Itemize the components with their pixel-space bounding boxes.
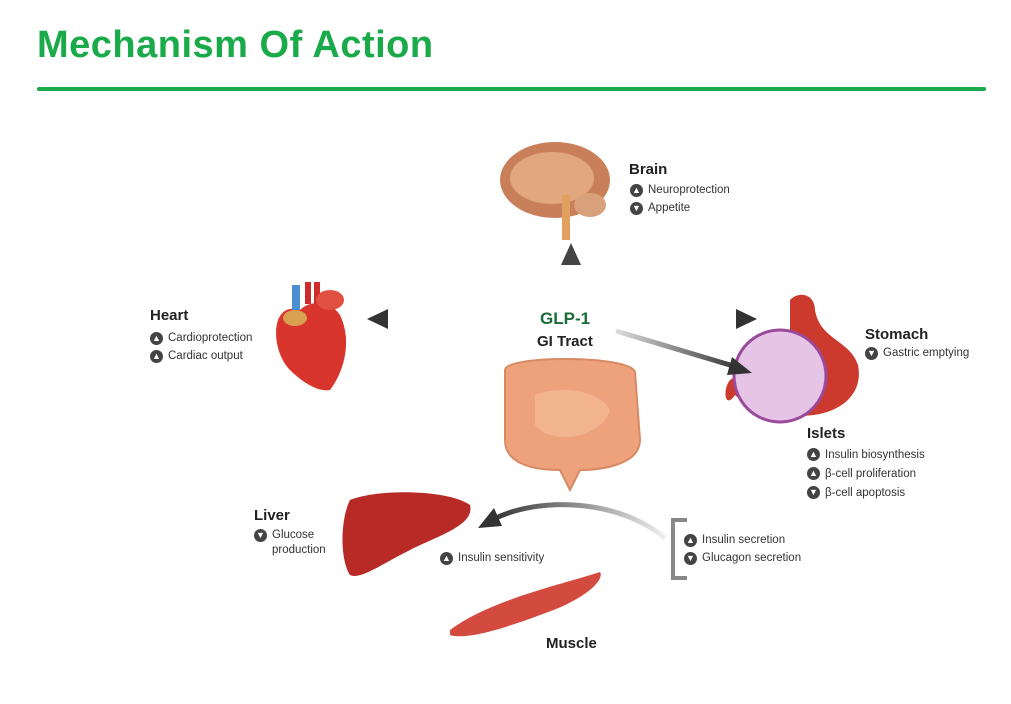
liver-effects: ▼ Glucose production xyxy=(254,528,334,558)
arrow-down-icon: ▼ xyxy=(254,529,267,542)
effect-label: Glucose production xyxy=(272,529,326,556)
arrow-down-icon: ▼ xyxy=(865,346,878,360)
effect-item: ▼ Glucose production xyxy=(254,528,334,558)
stomach-effects: ▼ Gastric emptying xyxy=(865,344,969,362)
islets-effects: ▲ Insulin biosynthesis ▲ β-cell proliferat… xyxy=(807,445,925,502)
effect-label: Cardiac output xyxy=(168,350,243,362)
brain-heading: Brain xyxy=(629,161,668,178)
liver-illustration xyxy=(342,492,471,576)
effect-label: Gastric emptying xyxy=(883,347,970,359)
effect-label: β-cell proliferation xyxy=(825,467,916,480)
heart-heading: Heart xyxy=(150,307,189,324)
arrow-up-icon: ▲ xyxy=(150,331,163,345)
muscle-illustration xyxy=(450,572,601,637)
effect-label: Cardioprotection xyxy=(168,332,253,344)
pancreas-effects: ▲ Insulin secretion ▼ Glucagon secretion xyxy=(684,531,801,567)
arrow-down-icon: ▼ xyxy=(630,201,643,215)
arrow-to-liver xyxy=(478,502,667,540)
effect-label: Insulin sensitivity xyxy=(458,552,545,564)
arrow-to-stomach xyxy=(612,309,757,329)
arrow-up-icon: ▲ xyxy=(684,533,697,547)
effect-item: ▼ Appetite xyxy=(630,199,730,217)
heart-effects: ▲ Cardioprotection ▲ Cardiac output xyxy=(150,329,252,365)
arrow-down-icon: ▼ xyxy=(807,486,820,499)
gi-tract-illustration xyxy=(504,358,642,493)
insulin-sensitivity-effect: ▲ Insulin sensitivity xyxy=(440,549,544,567)
effect-item: ▲ Insulin secretion xyxy=(684,531,801,549)
arrow-up-icon: ▲ xyxy=(630,183,643,197)
brain-illustration xyxy=(500,142,610,240)
effect-label: Appetite xyxy=(648,202,691,214)
effect-item: ▼ β-cell apoptosis xyxy=(807,483,925,502)
arrow-up-icon: ▲ xyxy=(807,467,820,480)
arrow-to-heart xyxy=(367,309,510,329)
effect-label: Insulin secretion xyxy=(702,534,786,546)
effect-item: ▼ Glucagon secretion xyxy=(684,549,801,567)
arrow-to-brain xyxy=(561,243,581,302)
glp1-label: GLP-1 xyxy=(540,309,591,328)
title-divider xyxy=(37,87,986,91)
effect-item: ▲ β-cell proliferation xyxy=(807,464,925,483)
effect-item: ▲ Insulin sensitivity xyxy=(440,549,544,567)
arrow-down-icon: ▼ xyxy=(684,551,697,565)
gi-tract-label: GI Tract xyxy=(537,333,593,350)
effect-item: ▼ Gastric emptying xyxy=(865,344,969,362)
liver-heading: Liver xyxy=(254,507,290,524)
arrow-up-icon: ▲ xyxy=(807,448,820,461)
islets-heading: Islets xyxy=(807,425,846,442)
stomach-heading: Stomach xyxy=(865,326,929,343)
effect-item: ▲ Cardiac output xyxy=(150,347,252,365)
arrow-to-islets xyxy=(615,328,752,375)
effect-label: Glucagon secretion xyxy=(702,552,802,564)
stomach-illustration xyxy=(725,294,859,424)
effect-label: Insulin biosynthesis xyxy=(825,448,925,461)
effect-item: ▲ Insulin biosynthesis xyxy=(807,445,925,464)
heart-illustration xyxy=(276,282,347,391)
brain-effects: ▲ Neuroprotection ▼ Appetite xyxy=(630,181,730,217)
page-title: Mechanism Of Action xyxy=(37,24,434,66)
muscle-heading: Muscle xyxy=(546,635,597,652)
effect-item: ▲ Cardioprotection xyxy=(150,329,252,347)
pancreas-bracket xyxy=(671,518,687,580)
arrow-up-icon: ▲ xyxy=(440,551,453,565)
arrow-up-icon: ▲ xyxy=(150,349,163,363)
effect-item: ▲ Neuroprotection xyxy=(630,181,730,199)
effect-label: β-cell apoptosis xyxy=(825,486,906,499)
effect-label: Neuroprotection xyxy=(648,184,730,196)
